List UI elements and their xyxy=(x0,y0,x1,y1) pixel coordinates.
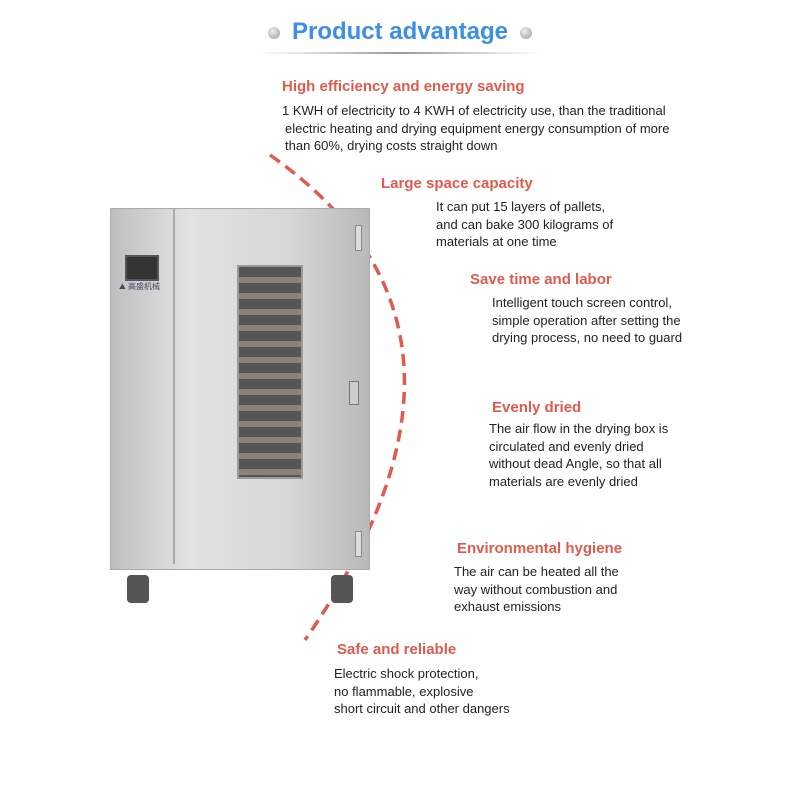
line: It can put 15 layers of pallets, xyxy=(436,199,606,214)
line: without dead Angle, so that all xyxy=(489,456,662,471)
feature-time-labor: Save time and labor Intelligent touch sc… xyxy=(470,271,682,347)
bullet-icon xyxy=(520,26,533,39)
wheel xyxy=(127,575,149,603)
line: 1 KWH of electricity to 4 KWH of electri… xyxy=(282,103,666,118)
line: electric heating and drying equipment en… xyxy=(285,120,670,136)
feature-text: 1 KWH of electricity to 4 KWH of electri… xyxy=(282,102,669,155)
machine-logo: ⛰ 高盛机械 xyxy=(119,282,160,291)
title-text: Product advantage xyxy=(291,18,509,45)
feature-heading: Safe and reliable xyxy=(337,641,457,658)
touch-screen xyxy=(125,255,159,281)
title-underline xyxy=(260,52,540,54)
hinge xyxy=(355,531,362,557)
line: than 60%, drying costs straight down xyxy=(285,138,498,153)
line: The air can be heated all the xyxy=(454,564,619,579)
feature-text: The air flow in the drying box is circul… xyxy=(489,420,668,490)
feature-text: Electric shock protection, no flammable,… xyxy=(334,665,510,718)
bullet-icon xyxy=(267,26,280,39)
line: materials at one time xyxy=(436,234,557,249)
line: short circuit and other dangers xyxy=(334,701,510,716)
line: circulated and evenly dried xyxy=(489,438,644,454)
feature-heading: Save time and labor xyxy=(470,271,612,288)
feature-heading: Evenly dried xyxy=(492,399,582,416)
drying-machine-image: ⛰ 高盛机械 xyxy=(110,208,370,603)
feature-efficiency: High efficiency and energy saving 1 KWH … xyxy=(282,78,669,155)
line: simple operation after setting the xyxy=(492,312,681,328)
feature-capacity: Large space capacity It can put 15 layer… xyxy=(381,175,613,251)
feature-hygiene: Environmental hygiene The air can be hea… xyxy=(454,540,623,616)
line: no flammable, explosive xyxy=(334,683,474,699)
feature-heading: Large space capacity xyxy=(381,175,533,192)
hinge xyxy=(355,225,362,251)
door-handle xyxy=(349,381,359,405)
viewing-window xyxy=(237,265,303,479)
wheel xyxy=(331,575,353,603)
line: way without combustion and xyxy=(454,581,618,597)
line: and can bake 300 kilograms of xyxy=(436,216,614,232)
feature-heading: High efficiency and energy saving xyxy=(282,78,525,95)
page-title: Product advantage xyxy=(0,18,800,46)
feature-text: It can put 15 layers of pallets, and can… xyxy=(436,198,613,251)
feature-text: The air can be heated all the way withou… xyxy=(454,563,622,616)
feature-safety: Safe and reliable Electric shock protect… xyxy=(334,641,510,718)
line: Electric shock protection, xyxy=(334,666,479,681)
line: exhaust emissions xyxy=(454,599,561,614)
line: Intelligent touch screen control, xyxy=(492,295,672,310)
line: The air flow in the drying box is xyxy=(489,421,669,436)
line: drying process, no need to guard xyxy=(492,330,683,345)
feature-evenly-dried: Evenly dried The air flow in the drying … xyxy=(489,399,668,490)
line: materials are evenly dried xyxy=(489,473,638,489)
feature-heading: Environmental hygiene xyxy=(457,540,623,557)
feature-text: Intelligent touch screen control, simple… xyxy=(492,294,682,347)
control-panel xyxy=(111,209,175,564)
